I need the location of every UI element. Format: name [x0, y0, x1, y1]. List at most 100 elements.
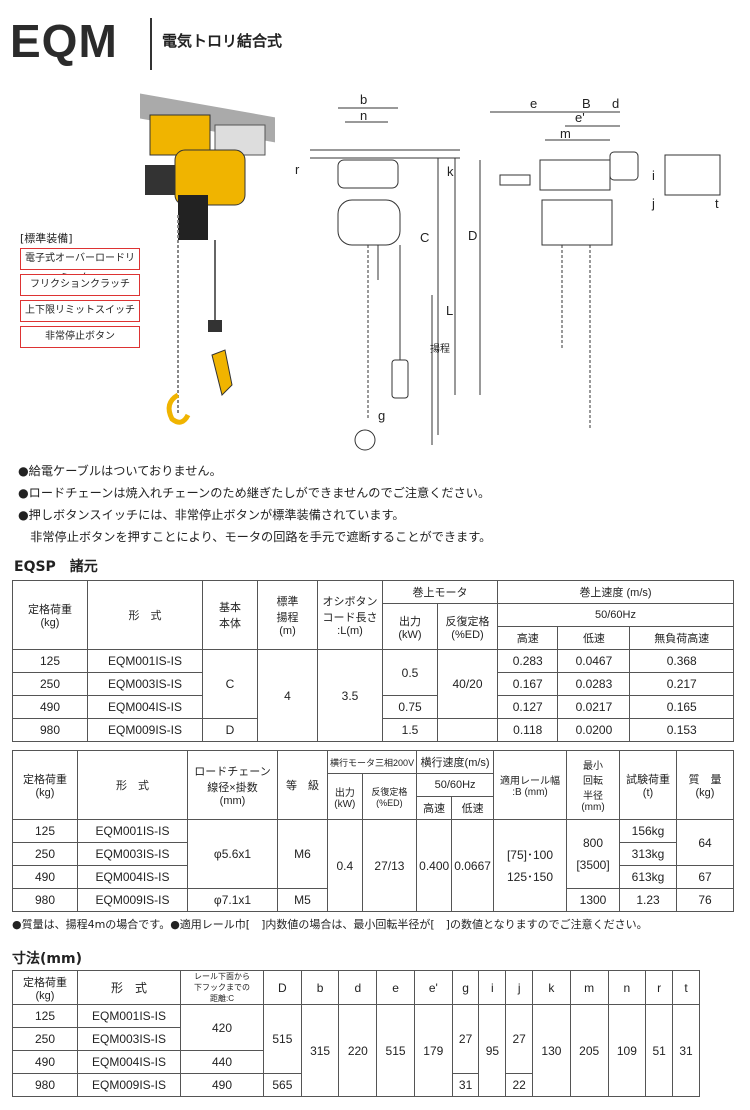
- table-cell: 156kg: [619, 819, 677, 843]
- spec-title: EQSP 諸元: [14, 559, 98, 575]
- table-cell: 109: [607, 1004, 647, 1097]
- table-cell: 0.127: [496, 695, 559, 719]
- table-cell: D: [202, 718, 258, 742]
- table-cell: g: [451, 970, 480, 1005]
- standard-equipment-title: [標準装備]: [20, 232, 73, 245]
- table-cell: 490: [12, 865, 78, 889]
- table-cell: 67: [676, 865, 734, 889]
- table-cell: 440: [180, 1050, 264, 1074]
- table-cell: 無負荷高速: [629, 626, 734, 650]
- table-cell: EQM004IS-IS: [77, 1050, 181, 1074]
- table-cell: 0.0200: [557, 718, 631, 742]
- table-cell: 高速: [496, 626, 559, 650]
- table-cell: 565: [263, 1073, 302, 1097]
- table-cell: 980: [12, 1073, 78, 1097]
- table-cell: 0.5: [382, 649, 438, 696]
- table-cell: d: [338, 970, 378, 1005]
- std-item: フリクションクラッチ: [20, 274, 140, 296]
- dim-label-d: d: [612, 96, 619, 111]
- table-cell: C: [202, 649, 258, 719]
- table-cell: オシボタン コード長さ :L(m): [317, 580, 383, 650]
- table-cell: 50/60Hz: [416, 773, 494, 797]
- table-cell: 0.153: [629, 718, 734, 742]
- table-cell: 反復定格 (%ED): [437, 603, 498, 650]
- table-cell: k: [532, 970, 571, 1005]
- table-cell: 50/60Hz: [497, 603, 734, 627]
- table-cell: M5: [277, 888, 328, 912]
- table-cell: 適用レール幅 :B (mm): [493, 750, 567, 820]
- table-cell: 315: [300, 1004, 340, 1097]
- dim-label-r: r: [295, 162, 300, 177]
- table-cell: 形 式: [77, 970, 181, 1005]
- table-cell: 0.4: [327, 819, 363, 912]
- note-line: ●ロードチェーンは焼入れチェーンのため継ぎたしができませんのでご注意ください。: [18, 486, 491, 500]
- table-cell: EQM001IS-IS: [77, 1004, 181, 1028]
- table-cell: 0.368: [629, 649, 734, 673]
- notes: ●給電ケーブルはついておりません。 ●ロードチェーンは焼入れチェーンのため継ぎた…: [18, 460, 491, 548]
- table-cell: 0.0667: [451, 819, 494, 912]
- table-cell: t: [672, 970, 700, 1005]
- table-cell: 250: [12, 672, 88, 696]
- table-cell: j: [505, 970, 534, 1005]
- table-cell: b: [300, 970, 340, 1005]
- table-cell: e': [413, 970, 453, 1005]
- table-cell: φ5.6x1: [187, 819, 278, 889]
- table-cell: 800[3500]: [566, 819, 620, 889]
- table-cell: 低速: [557, 626, 631, 650]
- header-subtitle: 電気トロリ結合式: [162, 32, 283, 50]
- table-cell: 179: [413, 1004, 453, 1097]
- table-cell: 31: [672, 1004, 700, 1097]
- spec-table-2: 定格荷重 (kg) 形 式 ロードチェーン 線径×掛数 (mm) 等 級 横行モ…: [12, 750, 734, 912]
- footnote: ●質量は、揚程4mの場合です。●適用レール巾[ ]内数値の場合は、最小回転半径が…: [12, 918, 648, 931]
- table-cell: 定格荷重 (kg): [12, 970, 78, 1005]
- table-cell: 横行モータ三相200V: [326, 750, 418, 774]
- table-cell: 40/20: [437, 649, 498, 719]
- table-cell: 22: [505, 1073, 534, 1097]
- table-cell: 低速: [451, 796, 494, 820]
- dim-label-L: L: [446, 303, 453, 318]
- table-cell: 高速: [416, 796, 453, 820]
- table-cell: 0.165: [629, 695, 734, 719]
- table-cell: n: [607, 970, 647, 1005]
- table-cell: M6: [277, 819, 328, 889]
- table-cell: 515: [376, 1004, 415, 1097]
- table-cell: 0.75: [382, 695, 438, 719]
- dim-label-C: C: [420, 230, 429, 245]
- table-cell: D: [263, 970, 302, 1005]
- table-cell: 220: [338, 1004, 378, 1097]
- table-cell: 980: [12, 888, 78, 912]
- table-cell: 最小 回転 半径 (mm): [566, 750, 620, 820]
- dim-label-k: k: [447, 164, 454, 179]
- table-cell: 27: [505, 1004, 534, 1074]
- table-cell: [437, 718, 498, 742]
- note-line: ●押しボタンスイッチには、非常停止ボタンが標準装備されています。: [18, 508, 405, 522]
- table-cell: 0.118: [496, 718, 559, 742]
- spec-table-1: 定格荷重 (kg) 形 式 基本 本体 標準 揚程 (m) オシボタン コード長…: [12, 580, 734, 742]
- std-item: 上下限リミットスイッチ: [20, 300, 140, 322]
- table-cell: 64: [676, 819, 734, 866]
- dim-label-i: i: [652, 168, 655, 183]
- table-cell: 250: [12, 1027, 78, 1051]
- table-cell: i: [478, 970, 507, 1005]
- table-cell: 質 量 (kg): [676, 750, 734, 820]
- table-cell: 125: [12, 649, 88, 673]
- table-cell: 205: [569, 1004, 609, 1097]
- table-cell: r: [645, 970, 674, 1005]
- table-cell: 490: [12, 1050, 78, 1074]
- std-item: 電子式オーバーロードリミッター: [20, 248, 140, 284]
- dim-label-m: m: [560, 126, 571, 141]
- table-cell: 形 式: [87, 580, 203, 650]
- table-cell: EQM004IS-IS: [77, 865, 188, 889]
- table-cell: 4: [257, 649, 318, 742]
- table-cell: e: [376, 970, 415, 1005]
- table-cell: 130: [532, 1004, 571, 1097]
- table-cell: 0.0217: [557, 695, 631, 719]
- table-cell: 形 式: [77, 750, 188, 820]
- table-cell: 76: [676, 888, 734, 912]
- note-line: ●給電ケーブルはついておりません。: [18, 464, 222, 478]
- table-cell: φ7.1x1: [187, 888, 278, 912]
- table-cell: 27: [451, 1004, 480, 1074]
- dim-label-b: b: [360, 92, 367, 107]
